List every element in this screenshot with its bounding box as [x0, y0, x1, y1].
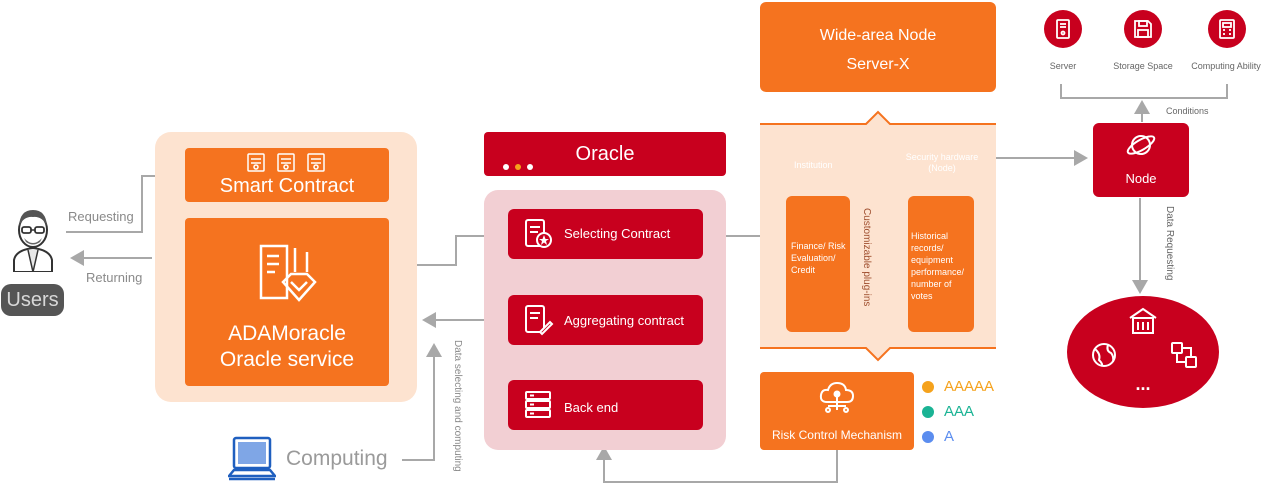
node-label: Node	[1125, 171, 1157, 186]
rating-legend: AAAAA AAA A	[922, 378, 1012, 448]
to-selecting-arrow	[388, 228, 500, 266]
server-resource-icon	[1044, 10, 1082, 48]
laptop-icon	[226, 436, 278, 482]
oracle-title: Oracle	[575, 143, 635, 165]
customizable-plugins-label: Customizable plug-ins	[861, 208, 872, 307]
network-blocks-icon	[1169, 340, 1199, 370]
planet-icon	[1125, 129, 1157, 161]
computing-resource-label: Computing Ability	[1191, 61, 1261, 71]
backend-label: Back end	[564, 400, 619, 415]
legend-label: AAA	[944, 403, 975, 420]
historical-plugin-label: Historical records/ equipment performanc…	[911, 231, 965, 301]
window-dot-3	[527, 164, 533, 170]
server-resource-label: Server	[1049, 61, 1077, 71]
smart-contract-label: Smart Contract	[219, 175, 355, 197]
computing-label: Computing	[286, 447, 388, 470]
aggregating-contract-box[interactable]: Aggregating contract	[508, 295, 703, 345]
legend-dot-aaaaa	[922, 381, 934, 393]
contract-star-icon	[522, 218, 554, 250]
legend-label: A	[944, 428, 955, 445]
oracle-service-box[interactable]: ADAMoracle Oracle service	[185, 218, 389, 386]
node-cluster: ...	[1067, 296, 1219, 408]
conditions-bracket	[1060, 84, 1228, 99]
more-indicator: ...	[1135, 374, 1151, 394]
cloud-network-icon	[818, 380, 856, 414]
building-icon	[1127, 306, 1159, 336]
contract-gem-icon	[257, 242, 317, 304]
computing-resource-icon	[1208, 10, 1246, 48]
computing-arrow	[402, 343, 442, 461]
legend-dot-aaa	[922, 406, 934, 418]
users-label: Users	[6, 288, 59, 311]
window-dot-2	[515, 164, 521, 170]
storage-resource-icon	[1124, 10, 1162, 48]
node-box[interactable]: Node	[1093, 123, 1189, 197]
window-dot-1	[503, 164, 509, 170]
finance-plugin-label: Finance/ Risk Evaluation/ Credit	[791, 241, 846, 275]
aggregating-contract-label: Aggregating contract	[564, 313, 684, 328]
risk-to-backend-arrow	[596, 446, 838, 483]
storage-resource-label: Storage Space	[1113, 61, 1173, 71]
wide-area-node-box[interactable]: Wide-area Node Server-X	[760, 2, 996, 92]
conditions-label: Conditions	[1166, 106, 1209, 116]
service-line-1: ADAMoracle	[228, 322, 346, 345]
risk-control-box[interactable]: Risk Control Mechanism	[760, 372, 914, 450]
risk-control-label: Risk Control Mechanism	[771, 428, 903, 442]
contract-pen-icon	[522, 304, 554, 336]
selecting-contract-box[interactable]: Selecting Contract	[508, 209, 703, 259]
institution-label: Institution	[794, 160, 833, 170]
legend-label: AAAAA	[944, 378, 995, 395]
oracle-header: Oracle	[484, 132, 726, 176]
smart-contract-box[interactable]: Smart Contract	[185, 148, 389, 202]
user-avatar	[8, 202, 58, 273]
requesting-label: Requesting	[68, 209, 134, 224]
selecting-contract-label: Selecting Contract	[564, 226, 671, 241]
globe-icon	[1089, 340, 1119, 370]
wide-area-line-1: Wide-area Node	[819, 27, 937, 44]
finance-plugin-box[interactable]: Finance/ Risk Evaluation/ Credit	[786, 196, 850, 332]
users-badge: Users	[1, 284, 64, 316]
returning-label: Returning	[86, 270, 143, 285]
legend-dot-a	[922, 431, 934, 443]
historical-plugin-box[interactable]: Historical records/ equipment performanc…	[908, 196, 974, 332]
data-requesting-label: Data Requesting	[1164, 206, 1175, 281]
wide-area-line-2: Server-X	[846, 56, 910, 73]
service-line-2: Oracle service	[219, 348, 355, 371]
backend-box[interactable]: Back end	[508, 380, 703, 430]
server-stack-icon	[522, 389, 554, 421]
data-selecting-label: Data selecting and computing	[452, 340, 463, 472]
security-hardware-label: Security hardware (Node)	[905, 152, 979, 173]
document-icons	[245, 153, 329, 173]
